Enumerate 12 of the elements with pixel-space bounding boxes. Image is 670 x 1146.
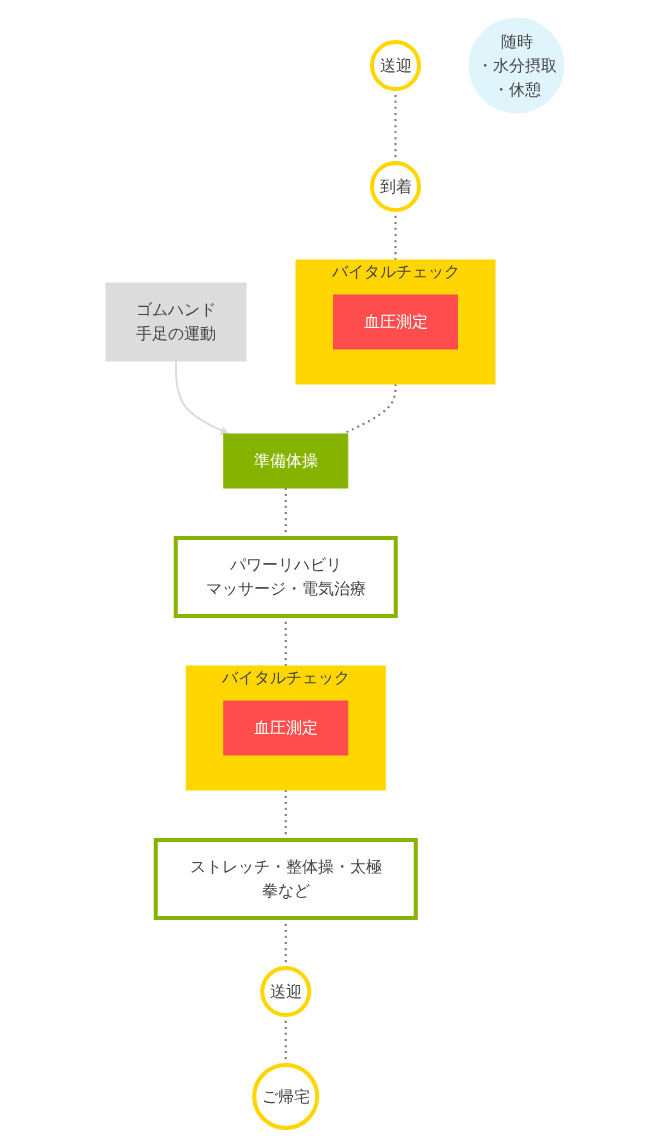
node-box: ストレッチ・整体操・太極拳など [153, 838, 418, 920]
arrow [175, 360, 230, 435]
node-box: 血圧測定 [223, 700, 349, 756]
node-circle: 送迎 [370, 40, 421, 91]
node-circle: 送迎 [260, 966, 312, 1017]
node-box: ゴムハンド 手足の運動 [105, 282, 247, 362]
node-circle: ご帰宅 [252, 1063, 320, 1130]
node-box: 準備体操 [223, 433, 349, 489]
node-circle: 随時 ・水分摂取 ・休憩 [468, 17, 565, 114]
node-box: パワーリハビリ マッサージ・電気治療 [173, 536, 398, 618]
node-box: 血圧測定 [333, 294, 458, 350]
node-circle: 到着 [370, 161, 421, 212]
